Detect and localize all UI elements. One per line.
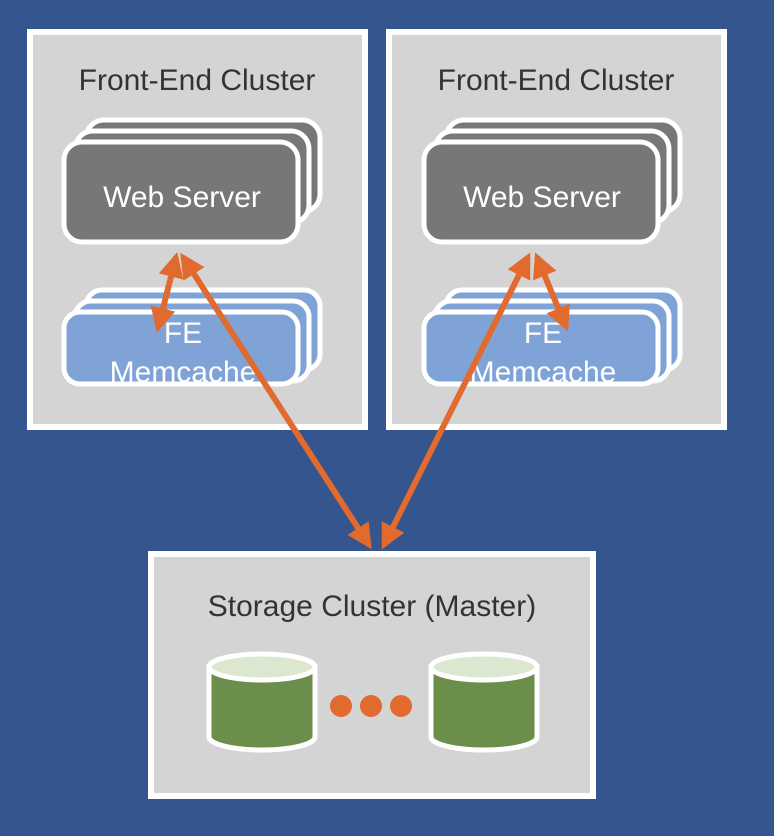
- web-server-stack: Web Server: [61, 117, 323, 245]
- storage-cluster: Storage Cluster (Master): [148, 551, 596, 799]
- cluster-title: Front-End Cluster: [438, 64, 675, 97]
- front-end-cluster-1: Front-End Cluster Web Server FE Memcache: [27, 29, 368, 430]
- web-server-stack: Web Server: [421, 117, 683, 245]
- memcache-label-line2: Memcache: [470, 356, 617, 389]
- memcache-label-line1: FE: [524, 317, 562, 350]
- ellipsis-icon: [330, 695, 412, 717]
- web-server-label: Web Server: [463, 181, 621, 214]
- memcache-stack: FE Memcache: [61, 287, 323, 389]
- front-end-cluster-2: Front-End Cluster Web Server FE Memcache: [386, 29, 727, 430]
- bidirectional-arrow-icon: [381, 252, 531, 550]
- connection-arrows: [150, 252, 570, 550]
- storage-title: Storage Cluster (Master): [208, 590, 536, 623]
- cluster-title: Front-End Cluster: [79, 64, 316, 97]
- bidirectional-arrow-icon: [533, 252, 570, 332]
- bidirectional-arrow-icon: [150, 252, 184, 333]
- web-server-label: Web Server: [103, 181, 261, 214]
- memcache-stack: FE Memcache: [421, 287, 683, 389]
- memcache-label-line1: FE: [164, 317, 202, 350]
- bidirectional-arrow-icon: [180, 252, 372, 550]
- database-icon: [206, 651, 318, 753]
- database-icon: [428, 651, 540, 753]
- memcache-label-line2: Memcache: [110, 356, 257, 389]
